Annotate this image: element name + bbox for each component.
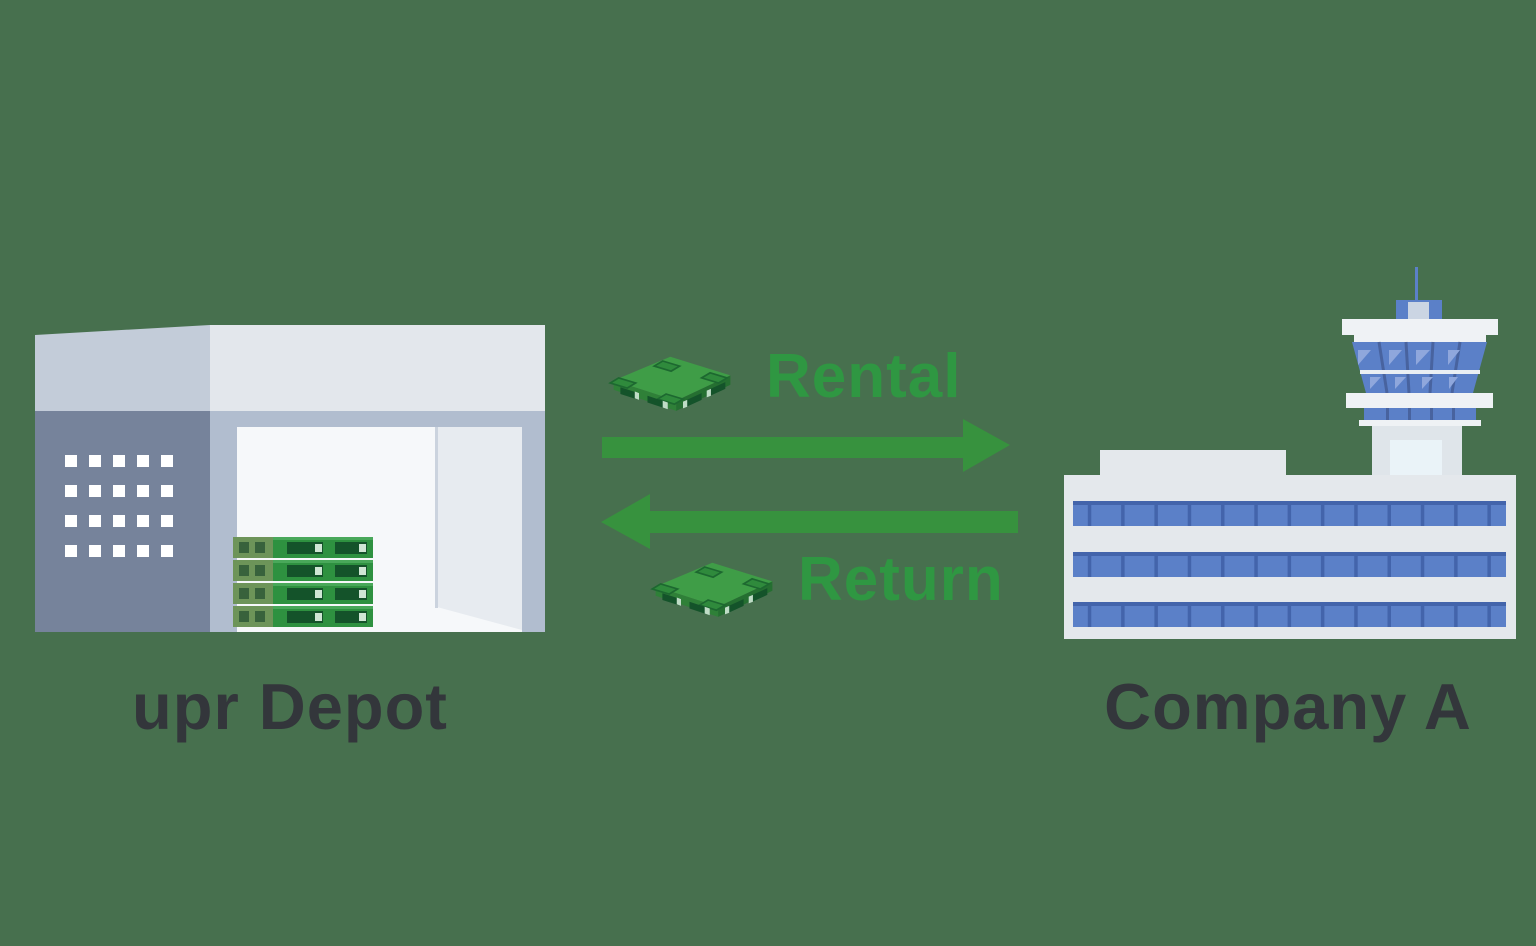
warehouse-building-icon bbox=[35, 325, 545, 632]
rental-arrow-icon bbox=[602, 419, 1010, 472]
warehouse-open-door bbox=[437, 427, 522, 630]
tower-shaft-window bbox=[1390, 440, 1442, 478]
terminal-building bbox=[1064, 450, 1516, 639]
terminal-roof-step bbox=[1100, 450, 1286, 476]
tower-band bbox=[1346, 393, 1493, 408]
rental-flow-label: Rental bbox=[766, 342, 962, 411]
airport-terminal-icon bbox=[1064, 267, 1516, 639]
warehouse-roof-right bbox=[210, 325, 545, 411]
pallet-slots bbox=[662, 588, 768, 616]
tower-roof bbox=[1342, 319, 1498, 335]
glass-reflections bbox=[1358, 350, 1460, 389]
return-arrow-icon bbox=[601, 494, 1018, 549]
terminal-window-rows bbox=[1073, 501, 1506, 627]
pallet-icon-return bbox=[650, 562, 773, 617]
return-flow-label: Return bbox=[798, 545, 1004, 614]
company-a-label: Company A bbox=[1104, 670, 1472, 743]
pallet-icon-rental bbox=[608, 356, 731, 411]
pallet-corner-pads bbox=[650, 566, 772, 612]
pallet-corner-pads bbox=[608, 360, 730, 406]
control-tower bbox=[1342, 267, 1498, 478]
tower-lower-glass bbox=[1364, 408, 1476, 420]
warehouse-windows-grid bbox=[65, 455, 173, 557]
warehouse-roof-left bbox=[35, 325, 210, 411]
depot-label: upr Depot bbox=[132, 670, 448, 743]
antenna-icon bbox=[1415, 267, 1418, 303]
flow-arrows bbox=[601, 419, 1018, 549]
cab-mullions bbox=[1377, 341, 1462, 394]
door-edge-shadow bbox=[435, 427, 438, 608]
